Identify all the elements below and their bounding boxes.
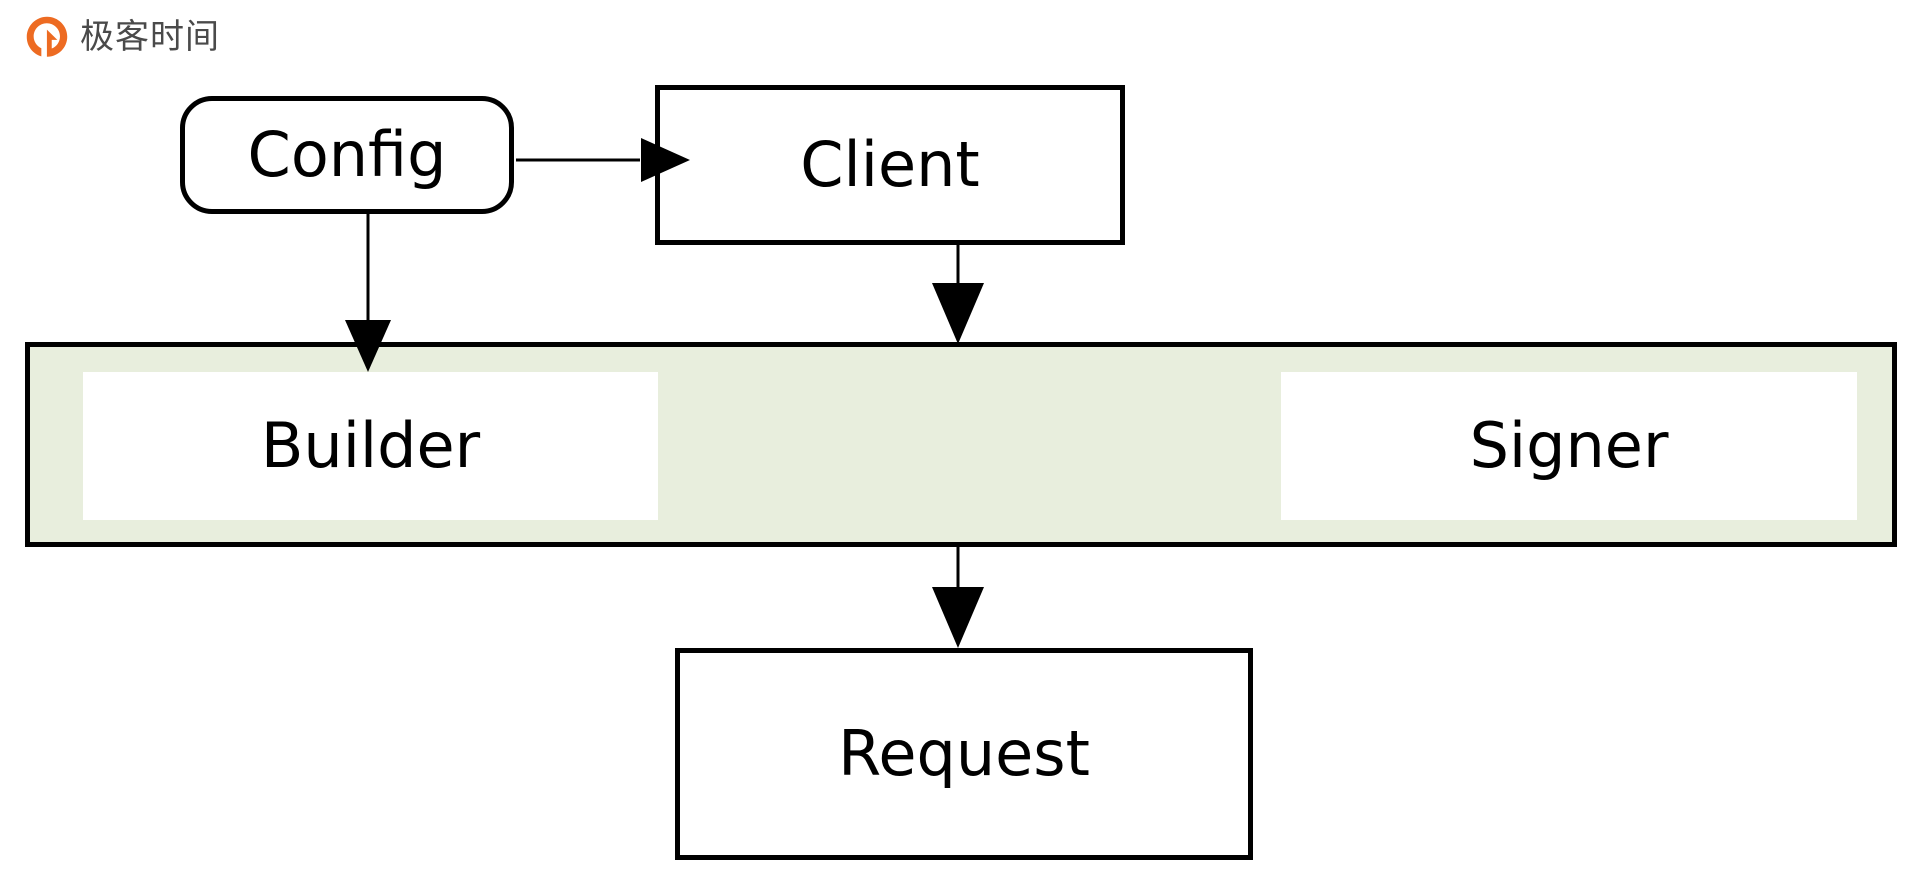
brand-name: 极客时间 bbox=[80, 17, 220, 57]
node-config-label: Config bbox=[247, 118, 447, 191]
node-request-label: Request bbox=[838, 717, 1090, 790]
node-signer-label: Signer bbox=[1469, 409, 1669, 482]
edge-client-to-band bbox=[932, 245, 984, 344]
node-builder-label: Builder bbox=[260, 409, 481, 482]
node-builder[interactable]: Builder bbox=[83, 372, 658, 520]
node-signer[interactable]: Signer bbox=[1281, 372, 1857, 520]
node-request[interactable]: Request bbox=[675, 648, 1253, 860]
node-client-label: Client bbox=[800, 128, 980, 201]
node-client[interactable]: Client bbox=[655, 85, 1125, 245]
brand-logo: 极客时间 bbox=[24, 14, 220, 60]
node-config[interactable]: Config bbox=[180, 96, 514, 214]
geektime-circle-arrow-icon bbox=[26, 16, 68, 57]
edge-band-to-request bbox=[932, 547, 984, 648]
